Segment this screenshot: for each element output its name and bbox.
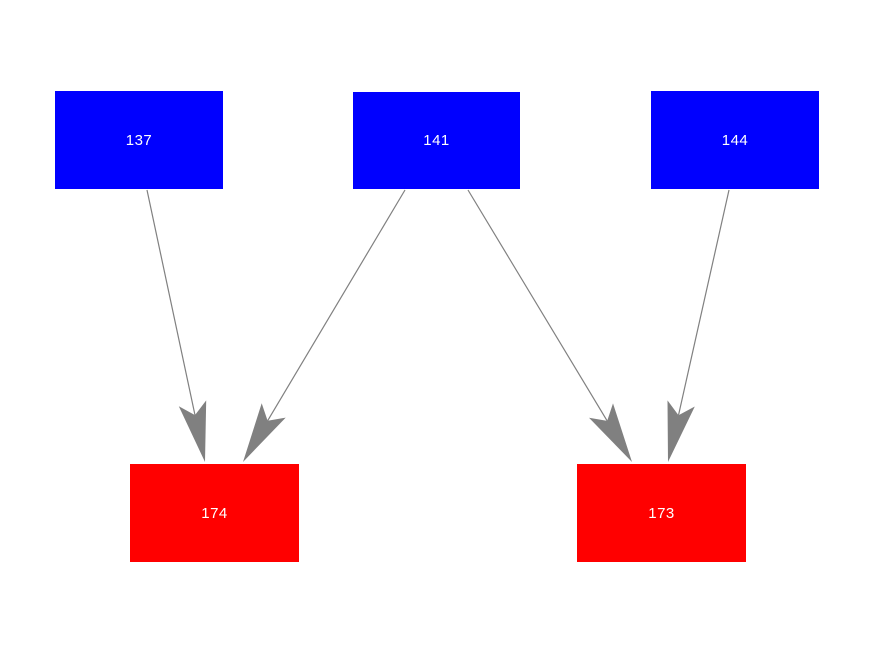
node-label-141: 141 [423,132,450,149]
node-174: 174 [130,464,299,562]
edge-137-174 [146,189,207,462]
edge-line [146,189,196,416]
edge-141-173 [467,189,632,462]
arrowhead-icon [178,400,207,462]
arrowhead-icon [589,403,632,462]
edge-line [467,189,608,422]
node-label-173: 173 [648,504,675,522]
edge-144-173 [667,189,730,462]
node-141: 141 [353,92,520,189]
edge-line [677,189,730,416]
node-144: 144 [651,91,819,189]
node-label-144: 144 [721,131,749,149]
node-173: 173 [577,464,746,562]
node-137: 137 [55,91,223,189]
arrowhead-icon [243,403,286,462]
node-label-137: 137 [125,131,153,149]
node-label-174: 174 [201,504,228,522]
arrowhead-icon [667,400,695,462]
edge-141-174 [243,189,406,462]
edge-line [267,189,406,422]
